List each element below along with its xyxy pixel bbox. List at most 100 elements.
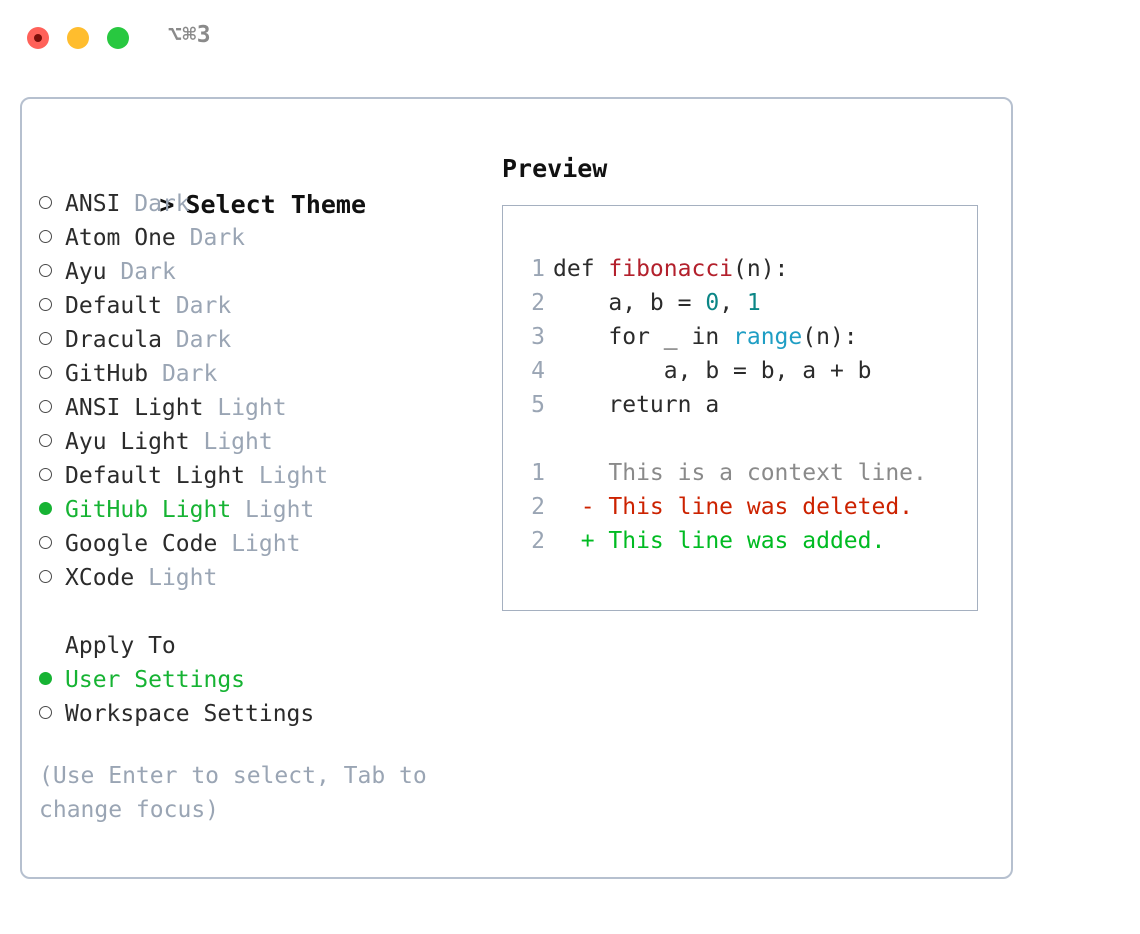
theme-variant-tag: Dark: [175, 327, 232, 353]
theme-variant-tag: Dark: [189, 225, 246, 251]
diff-line: 2 - This line was deleted.: [503, 490, 977, 524]
caret-icon: >: [159, 190, 175, 219]
code-token-plain: (n):: [802, 324, 858, 350]
apply-to-label: User Settings: [65, 667, 246, 693]
code-line: 3 for _ in range(n):: [503, 320, 977, 354]
apply-to-option[interactable]: Workspace Settings: [39, 697, 489, 731]
theme-list-item[interactable]: Ayu Light Light: [39, 425, 489, 459]
code-token-plain: return a: [553, 392, 720, 418]
theme-name: Ayu: [65, 259, 107, 285]
theme-variant-tag: Light: [258, 463, 329, 489]
window-titlebar: ⌥⌘3: [0, 0, 1140, 76]
diff-marker: -: [553, 494, 609, 520]
theme-variant-tag: Dark: [161, 361, 218, 387]
line-number: 3: [531, 324, 545, 350]
radio-unselected-icon: [39, 459, 65, 493]
diff-marker: [553, 460, 608, 486]
apply-to-label: Workspace Settings: [65, 701, 315, 727]
radio-unselected-icon: [39, 323, 65, 357]
code-token-num: 0: [705, 290, 720, 316]
theme-list-item[interactable]: GitHub Dark: [39, 357, 489, 391]
code-line: 4 a, b = b, a + b: [503, 354, 977, 388]
radio-selected-icon: [39, 493, 65, 527]
theme-list-item[interactable]: ANSI Dark: [39, 187, 489, 221]
code-token-fn: fibonacci: [608, 256, 734, 282]
radio-unselected-icon: [39, 221, 65, 255]
section-spacer: [39, 595, 489, 629]
line-number: 1: [531, 460, 545, 486]
maximize-window-button[interactable]: [107, 27, 129, 49]
line-number: 2: [531, 528, 545, 554]
radio-unselected-icon: [39, 391, 65, 425]
theme-name: Dracula: [65, 327, 162, 353]
theme-list-item[interactable]: ANSI Light Light: [39, 391, 489, 425]
theme-list-item[interactable]: Default Dark: [39, 289, 489, 323]
theme-name: GitHub: [65, 361, 149, 387]
theme-list-item[interactable]: Dracula Dark: [39, 323, 489, 357]
theme-list-item[interactable]: XCode Light: [39, 561, 489, 595]
theme-list-item[interactable]: Ayu Dark: [39, 255, 489, 289]
theme-variant-tag: Dark: [120, 259, 176, 285]
line-number: 2: [531, 290, 545, 316]
recording-indicator-icon: [34, 34, 42, 42]
theme-list-item[interactable]: GitHub Light Light: [39, 493, 489, 527]
line-number: 5: [531, 392, 545, 418]
theme-variant-tag: Light: [217, 395, 287, 421]
preview-header: Preview: [502, 154, 608, 183]
theme-name: Atom One: [65, 225, 176, 251]
radio-unselected-icon: [39, 697, 65, 731]
code-token-plain: ,: [719, 290, 747, 316]
code-token-plain: a, b =: [553, 290, 706, 316]
code-line: 2 a, b = 0, 1: [503, 286, 977, 320]
theme-name: Default Light: [65, 463, 246, 489]
theme-name: Ayu Light: [65, 429, 190, 455]
theme-list-item[interactable]: Atom One Dark: [39, 221, 489, 255]
radio-unselected-icon: [39, 561, 65, 595]
radio-unselected-icon: [39, 289, 65, 323]
line-number: 1: [531, 256, 545, 282]
theme-list-item[interactable]: Default Light Light: [39, 459, 489, 493]
keyboard-hint-text: (Use Enter to select, Tab to change focu…: [39, 763, 427, 823]
code-token-call: range: [733, 324, 803, 350]
diff-marker: +: [553, 528, 609, 554]
select-theme-title: Select Theme: [185, 190, 367, 219]
apply-to-option[interactable]: User Settings: [39, 663, 489, 697]
theme-name: Google Code: [65, 531, 218, 557]
theme-name: ANSI: [65, 191, 121, 217]
diff-line: 2 + This line was added.: [503, 524, 977, 558]
code-token-plain: def: [553, 256, 609, 282]
theme-variant-tag: Light: [231, 531, 301, 557]
line-number: 2: [531, 494, 545, 520]
theme-list-item[interactable]: Google Code Light: [39, 527, 489, 561]
theme-variant-tag: Light: [203, 429, 273, 455]
theme-name: Default: [65, 293, 162, 319]
line-number: 4: [531, 358, 545, 384]
code-diff-spacer: [503, 422, 977, 456]
code-token-num: 1: [746, 290, 761, 316]
radio-selected-icon: [39, 663, 65, 697]
radio-unselected-icon: [39, 425, 65, 459]
theme-variant-tag: Dark: [175, 293, 232, 319]
theme-variant-tag: Light: [245, 497, 315, 523]
diff-text: This is a context line.: [608, 460, 927, 486]
diff-line: 1 This is a context line.: [503, 456, 977, 490]
theme-name: GitHub Light: [65, 497, 232, 523]
diff-text: This line was deleted.: [608, 494, 914, 520]
apply-to-header: Apply To: [65, 633, 176, 659]
radio-unselected-icon: [39, 255, 65, 289]
select-theme-header: > Select Theme: [39, 151, 489, 219]
code-token-plain: a, b = b, a + b: [553, 358, 872, 384]
minimize-window-button[interactable]: [67, 27, 89, 49]
code-line: 5 return a: [503, 388, 977, 422]
radio-unselected-icon: [39, 357, 65, 391]
radio-unselected-icon: [39, 527, 65, 561]
